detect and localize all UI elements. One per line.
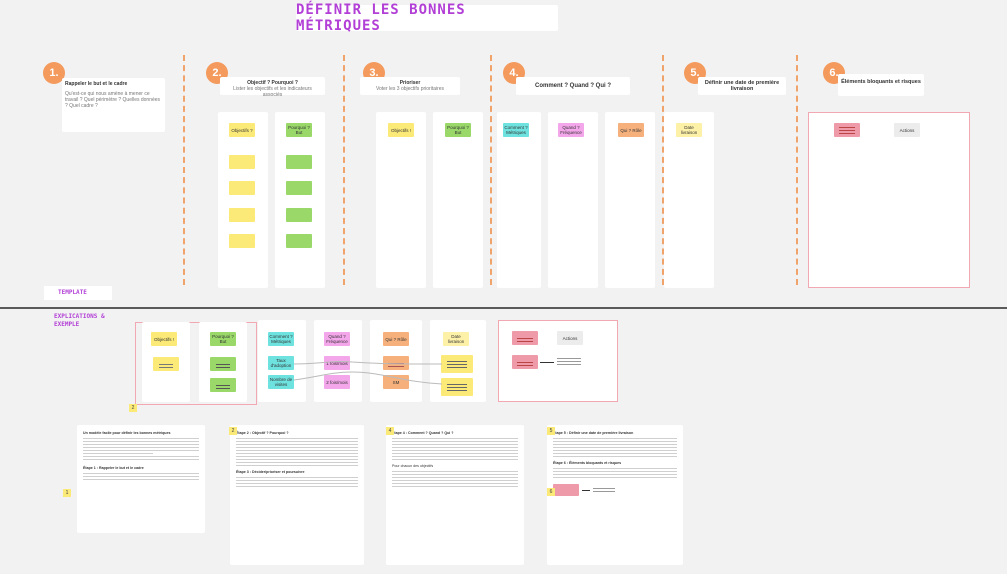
doc-badge: 5 — [547, 427, 555, 435]
step-card-title: Objectif ? Pourquoi ? — [247, 80, 298, 86]
step-card-5[interactable]: Définir une date de première livraison — [698, 77, 786, 95]
step-card-title: Comment ? Quand ? Qui ? — [535, 83, 611, 89]
example-sticky-note[interactable] — [210, 378, 236, 392]
explications-label: EXPLICATIONS & EXEMPLE — [54, 313, 105, 328]
step-card-title: Prioriser — [399, 80, 421, 86]
example-sticky-note[interactable] — [153, 357, 179, 371]
step-card-title: Éléments bloquants et risques — [841, 79, 921, 85]
column-pourquoi[interactable] — [275, 112, 325, 288]
section-divider — [0, 307, 1007, 309]
column-quand[interactable] — [548, 112, 598, 288]
sticky-header-pourquoi[interactable]: Pourquoi ? But — [445, 123, 471, 137]
step-card-text: Qu'est-ce qui nous amène à mener ce trav… — [65, 91, 161, 109]
doc-badge: 2 — [229, 427, 237, 435]
example-sticky-pourquoi[interactable]: Pourquoi ? But — [210, 332, 236, 346]
example-sticky-quand[interactable]: Quand ? Fréquence — [324, 332, 350, 346]
step-card-text: Voter les 3 objectifs prioritaires — [375, 86, 445, 92]
doc-heading: Étape 2 : Objectif ? Pourquoi ? — [236, 431, 289, 435]
example-highlight-frame — [135, 322, 257, 405]
example-sticky-date[interactable]: Date livraison — [443, 332, 469, 346]
example-sticky-date-note[interactable] — [441, 355, 473, 373]
arrow-icon — [540, 362, 554, 363]
sticky-note[interactable] — [229, 208, 255, 222]
explanation-doc-1[interactable]: Un modèle facile pour définir les bonnes… — [77, 425, 205, 533]
example-sticky-role[interactable] — [383, 356, 409, 370]
sticky-header-objectifs[interactable]: Objectifs ? — [229, 123, 255, 137]
sticky-note[interactable] — [286, 181, 312, 195]
sticky-note[interactable] — [286, 234, 312, 248]
sticky-risk[interactable] — [834, 123, 860, 137]
sticky-note[interactable] — [229, 234, 255, 248]
vote-count: 2 — [129, 404, 137, 412]
doc-heading: Étape 5 : Définir une date de première l… — [553, 431, 634, 435]
example-sticky-metric[interactable]: Nombre de visites — [268, 375, 294, 389]
example-sticky-objectifs[interactable]: Objectifs ! — [151, 332, 177, 346]
step-card-4[interactable]: Comment ? Quand ? Qui ? — [516, 77, 630, 95]
doc-step: Étape 3 : Décider/prioriser et poursuivr… — [236, 470, 305, 474]
example-sticky-risk[interactable] — [512, 355, 538, 369]
column-divider — [343, 55, 345, 285]
step-card-3[interactable]: Prioriser Voter les 3 objectifs priorita… — [360, 77, 460, 95]
column-comment[interactable] — [497, 112, 541, 288]
sticky-header-qui[interactable]: Qui ? Rôle — [618, 123, 644, 137]
step-card-text: Lister les objectifs et les indicateurs … — [233, 86, 312, 98]
explanation-doc-2[interactable]: Étape 2 : Objectif ? Pourquoi ? Étape 3 … — [230, 425, 364, 565]
arrow-icon — [582, 489, 590, 491]
risks-frame[interactable] — [808, 112, 970, 288]
sticky-header-quand[interactable]: Quand ? Fréquence — [558, 123, 584, 137]
example-sticky-freq[interactable]: 2 fois/mois — [324, 375, 350, 389]
sticky-header-comment[interactable]: Comment ? Métriques — [503, 123, 529, 137]
example-sticky-qui[interactable]: Qui ? Rôle — [383, 332, 409, 346]
column-objectifs[interactable] — [218, 112, 268, 288]
step-card-1[interactable]: Rappeler le but et le cadre Qu'est-ce qu… — [62, 78, 165, 132]
explanation-doc-4[interactable]: Étape 5 : Définir une date de première l… — [547, 425, 683, 565]
doc-step: Pour chacun des objectifs — [392, 464, 434, 468]
step-card-title: Rappeler le but et le cadre — [65, 81, 128, 87]
example-sticky-comment[interactable]: Comment ? Métriques — [268, 332, 294, 346]
doc-step: Étape 6 : Éléments bloquants et risques — [553, 461, 622, 465]
sticky-header-pourquoi[interactable]: Pourquoi ? But — [286, 123, 312, 137]
sticky-header-date[interactable]: Date livraison — [676, 123, 702, 137]
example-sticky-actions[interactable]: Actions — [557, 331, 583, 345]
page-title: DÉFINIR LES BONNES MÉTRIQUES — [296, 2, 558, 34]
doc-badge: 1 — [63, 489, 71, 497]
template-label: TEMPLATE — [58, 289, 87, 296]
column-divider — [183, 55, 185, 285]
step-badge-1: 1. — [43, 62, 65, 84]
doc-step: Étape 1 : Rappeler le but et le cadre — [83, 466, 144, 470]
doc-action-note — [593, 486, 615, 494]
doc-badge: 4 — [386, 427, 394, 435]
column-date[interactable] — [664, 112, 714, 288]
column-divider — [796, 55, 798, 285]
doc-heading: Un modèle facile pour définir les bonnes… — [83, 431, 171, 435]
template-label-box — [44, 286, 112, 300]
example-sticky-freq[interactable]: 1 fois/mois — [324, 356, 350, 370]
column-objectifs-prio[interactable] — [376, 112, 426, 288]
doc-badge-6: 6 — [547, 488, 555, 496]
example-sticky-metric[interactable]: Taux d'adoption — [268, 356, 294, 370]
column-divider — [662, 55, 664, 285]
explanation-doc-3[interactable]: Étape 4 : Comment ? Quand ? Qui ? Pour c… — [386, 425, 524, 565]
sticky-note[interactable] — [286, 155, 312, 169]
step-card-6[interactable]: Éléments bloquants et risques — [838, 74, 924, 96]
example-sticky-note[interactable] — [210, 357, 236, 371]
sticky-note[interactable] — [229, 181, 255, 195]
step-card-2[interactable]: Objectif ? Pourquoi ? Lister les objecti… — [220, 77, 325, 98]
sticky-note[interactable] — [229, 155, 255, 169]
example-sticky-role[interactable]: SM — [383, 375, 409, 389]
column-pourquoi-prio[interactable] — [433, 112, 483, 288]
doc-heading: Étape 4 : Comment ? Quand ? Qui ? — [392, 431, 454, 435]
connector-lines — [293, 360, 443, 385]
column-qui[interactable] — [605, 112, 655, 288]
sticky-header-actions[interactable]: Actions — [894, 123, 920, 137]
example-sticky-date-note[interactable] — [441, 378, 473, 396]
sticky-header-objectifs[interactable]: Objectifs ! — [388, 123, 414, 137]
doc-sticky-risk — [553, 484, 579, 496]
example-action-note[interactable] — [557, 356, 581, 368]
sticky-note[interactable] — [286, 208, 312, 222]
column-divider — [490, 55, 492, 285]
step-card-title: Définir une date de première livraison — [704, 80, 780, 92]
example-sticky-risk[interactable] — [512, 331, 538, 345]
